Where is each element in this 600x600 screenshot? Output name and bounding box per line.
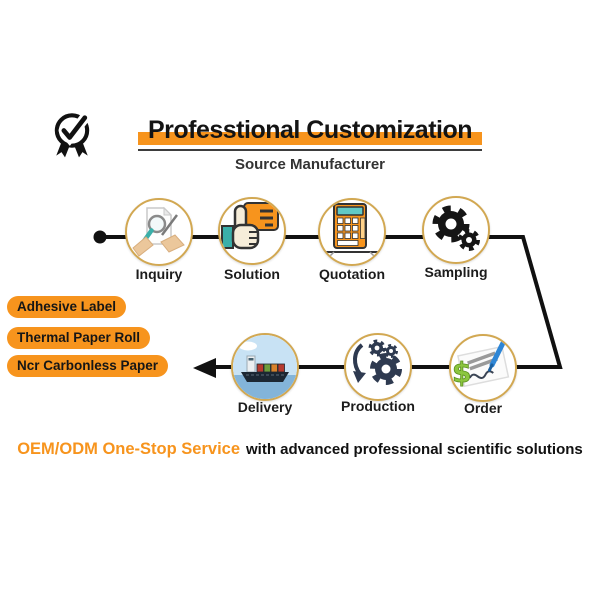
step-label-solution: Solution [224, 266, 280, 282]
magnifier-document-icon [125, 198, 193, 266]
step-label-delivery: Delivery [237, 399, 293, 415]
step-label-production: Production [341, 398, 415, 414]
page-title: Professtional Customization [137, 114, 483, 151]
product-tag-ncr-carbonless-paper: Ncr Carbonless Paper [7, 355, 169, 377]
step-label-order: Order [463, 400, 503, 416]
calculator-icon [318, 198, 386, 266]
step-label-sampling: Sampling [424, 264, 488, 280]
footer-tagline: OEM/ODM One-Stop Service with advanced pr… [0, 440, 600, 459]
footer-highlight: OEM/ODM One-Stop Service [17, 440, 241, 458]
award-check-medal-icon [44, 106, 100, 166]
cargo-ship-icon [231, 333, 299, 401]
svg-text:$: $ [452, 356, 471, 389]
subtitle: Source Manufacturer [234, 155, 386, 173]
product-tag-thermal-paper-roll: Thermal Paper Roll [7, 327, 151, 349]
product-tag-adhesive-label: Adhesive Label [7, 296, 127, 318]
gears-icon [422, 196, 490, 264]
gears-arrow-icon [344, 333, 412, 401]
footer-text: with advanced professional scientific so… [246, 441, 583, 458]
thumbs-up-card-icon [218, 197, 286, 265]
step-label-quotation: Quotation [318, 266, 386, 282]
step-label-inquiry: Inquiry [135, 266, 183, 282]
title-block: Professtional Customization Source Manuf… [70, 114, 550, 173]
contract-signature-dollar-icon: $ [449, 334, 517, 402]
